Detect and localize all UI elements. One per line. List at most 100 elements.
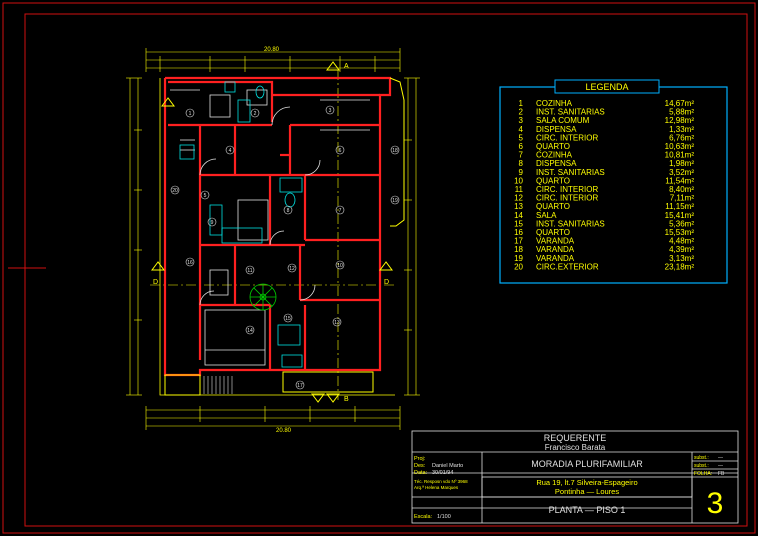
legend-row-area: 5,88m² (669, 108, 694, 117)
legend-row-area: 5,36m² (669, 219, 694, 228)
legend-row-area: 10,63m² (665, 142, 695, 151)
legend-title-box (554, 79, 660, 94)
room-tag-circle (335, 205, 345, 215)
legend-row-name: INST. SANITARIAS (536, 108, 605, 117)
legend-row-area: 4,48m² (669, 237, 694, 246)
room-tag-number: 1 (189, 111, 192, 117)
subst2-label: subst.: (694, 463, 709, 469)
legend-row-name: DISPENSA (536, 159, 577, 168)
room-tag-circle (170, 185, 180, 195)
room-tag-circle (250, 108, 260, 118)
legend-row-area: 12,98m² (665, 116, 695, 125)
legend-row-name: CIRC. INTERIOR (536, 133, 598, 142)
requerente-label: REQUERENTE (544, 433, 607, 443)
title-block-text: REQUERENTE Francisco Barata Proj: Des: D… (414, 433, 725, 520)
legend-row-area: 3,13m² (669, 254, 694, 263)
spiral-stair (249, 283, 277, 311)
legend-row-number: 20 (514, 262, 523, 271)
room-tag-circle (207, 217, 217, 227)
section-label-b: B (344, 396, 349, 403)
drawing-title: PLANTA — PISO 1 (549, 505, 626, 515)
room-tag-number: 10 (337, 263, 343, 269)
room-tag-number: 4 (229, 148, 232, 154)
address-line2: Pontinha — Loures (555, 487, 619, 496)
legend-row-area: 8,40m² (669, 185, 694, 194)
legend-row-number: 4 (519, 125, 524, 134)
legend-row-area: 7,11m² (670, 194, 695, 203)
section-mark-b-left (311, 393, 325, 403)
inner-border (24, 13, 748, 527)
sanitary-fixtures (179, 81, 303, 368)
room-tag-number: 16 (187, 260, 193, 266)
room-tag-circle (283, 313, 293, 323)
room-tag-number: 12 (289, 266, 295, 272)
room-tag-number: 6 (339, 148, 342, 154)
legend-row-name: INST. SANITARIAS (536, 219, 605, 228)
legend-row-number: 2 (519, 108, 524, 117)
legend-row-name: VARANDA (536, 254, 575, 263)
dimension-lines (126, 48, 420, 430)
room-tag-number: 17 (297, 383, 303, 389)
room-tag-number: 3 (329, 108, 332, 114)
escala-value: 1/100 (437, 514, 451, 520)
room-tag-circle (325, 105, 335, 115)
legend-row-area: 1,98m² (669, 159, 694, 168)
legend-row-area: 3,52m² (669, 168, 694, 177)
section-mark-c-left (151, 261, 165, 271)
room-tag-number: 19 (392, 198, 398, 204)
floor-plan: A B D D 20.80 20.80 12345678910111213141… (126, 47, 420, 434)
room-tag-number: 18 (392, 148, 398, 154)
legend-row-name: VARANDA (536, 245, 575, 254)
data-value: 30/01/94 (432, 470, 453, 476)
sheet-number: 3 (707, 487, 724, 520)
room-tag-number: 13 (334, 320, 340, 326)
balconies (164, 77, 405, 396)
escala-label: Escala: (414, 514, 433, 520)
legend-row-number: 15 (514, 219, 523, 228)
subst-label: subst.: (694, 455, 709, 461)
legend-row-area: 11,15m² (665, 202, 694, 211)
data-label: Data: (414, 470, 428, 476)
room-tag-number: 9 (211, 220, 214, 226)
legend-row-name: QUARTO (536, 142, 570, 151)
legend-row-number: 9 (519, 168, 524, 177)
legend-row-name: SALA (536, 211, 557, 220)
folha-value: FB (718, 471, 725, 477)
room-tag-number: 14 (247, 328, 253, 334)
subst2-value: — (718, 463, 723, 469)
legend-row-number: 16 (514, 228, 523, 237)
room-tag-number: 15 (285, 316, 291, 322)
room-tag-number: 8 (287, 208, 290, 214)
room-tag-circle (185, 257, 195, 267)
legend-row-number: 17 (514, 237, 523, 246)
legend-row-number: 13 (514, 202, 523, 211)
room-tag-circle (390, 145, 400, 155)
tec-line1: Téc. Resposn vdo Nº 3968 (414, 479, 468, 484)
legend-row-number: 1 (519, 99, 524, 108)
legend-row-area: 1,33m² (669, 125, 694, 134)
legend-row-number: 3 (519, 116, 524, 125)
room-tag-circle (332, 317, 342, 327)
legend-row-number: 8 (519, 159, 524, 168)
room-tag-circle (283, 205, 293, 215)
legend-row-number: 6 (519, 142, 524, 151)
section-label-a: A (344, 63, 349, 70)
legend-row-number: 7 (519, 151, 524, 160)
room-tag-number: 5 (204, 193, 207, 199)
legend-row-area: 10,81m² (665, 151, 695, 160)
section-label-d-left: D (153, 279, 158, 286)
legend-row-name: COZINHA (536, 99, 573, 108)
overall-width-dim: 20.80 (264, 47, 280, 53)
section-mark-c-right (379, 261, 393, 271)
legend-row-number: 5 (519, 133, 524, 142)
legend-row-number: 14 (514, 211, 523, 220)
des-value: Daniel Marto (432, 463, 463, 469)
section-mark-a-top (326, 61, 340, 71)
requerente-name: Francisco Barata (545, 443, 606, 452)
legend-row-area: 4,39m² (669, 245, 694, 254)
